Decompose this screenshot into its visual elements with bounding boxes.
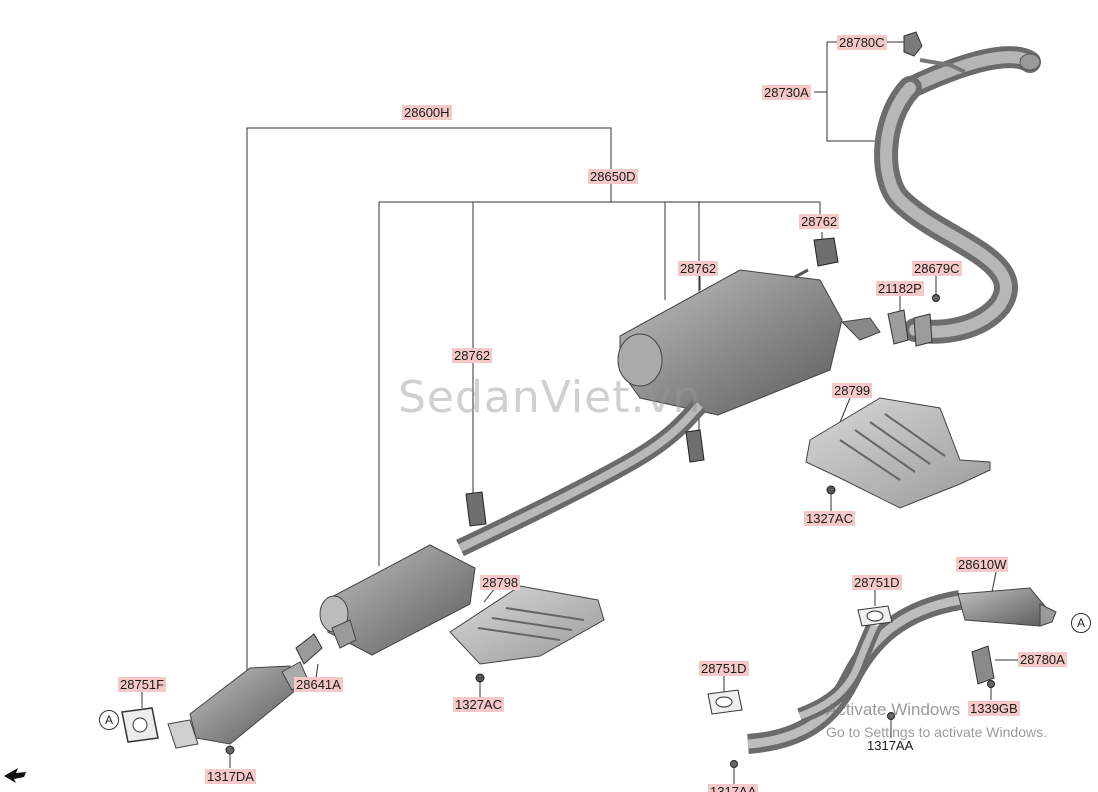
rear-muffler [617,268,881,416]
label-28762-mid: 28762 [678,261,719,276]
nut-1327AC-right [826,485,836,495]
heat-shield-28798 [449,585,605,665]
heat-shield-28799 [805,397,991,509]
nut-1327AC-left [475,673,485,683]
label-28762-left: 28762 [452,348,493,363]
label-28751D-left: 28751D [699,661,749,676]
bracket-28780A [971,645,995,685]
rubber-hanger-28762-left [465,491,487,527]
leader-lines [141,41,1018,784]
label-21182P: 21182P [876,281,924,296]
bolt-1339GB [987,680,995,688]
label-28679C: 28679C [912,261,962,276]
catalytic-converter [167,661,309,749]
label-1327AC-right: 1327AC [804,511,855,526]
center-muffler [319,544,476,656]
clamp-28641A [295,633,323,665]
direction-arrow-icon [4,768,26,783]
label-28751D-right: 28751D [852,575,902,590]
nut-1317DA [225,745,235,755]
connector-a-left: A [99,710,119,730]
label-28799: 28799 [832,383,873,398]
label-28610W: 28610W [956,557,1009,572]
label-1339GB: 1339GB [968,701,1020,716]
tail-pipe [874,46,1041,344]
nut-1317AA-upper [887,712,895,720]
center-pipe [456,398,707,557]
label-1317AA-lower: 1317AA [708,784,759,792]
label-1317DA: 1317DA [205,769,256,784]
activation-subtitle: Go to Settings to activate Windows. [826,724,1047,740]
connector-a-right: A [1071,613,1091,633]
label-1327AC-left: 1327AC [453,697,504,712]
label-1317AA-upper: 1317AA [867,738,914,753]
activation-title: Activate Windows [826,700,961,719]
nut-1317AA-lower [730,760,738,768]
rubber-hanger-28762-top [813,237,839,267]
label-28641A: 28641A [294,677,343,692]
rubber-hanger-28780C [903,31,923,57]
label-28600H: 28600H [402,105,452,120]
rubber-hanger-28762-mid [685,429,705,463]
label-28762-top: 28762 [799,214,840,229]
label-28780C: 28780C [837,35,887,50]
nut-28679C [932,294,940,302]
label-28650D: 28650D [588,169,638,184]
front-pipe-28610W [747,587,1057,754]
label-28780A: 28780A [1018,652,1067,667]
label-28730A: 28730A [762,85,811,100]
watermark: SedanViet.vn [398,372,702,423]
label-28798: 28798 [480,575,521,590]
label-28751F: 28751F [118,677,167,692]
clamp-21182P [887,309,933,347]
